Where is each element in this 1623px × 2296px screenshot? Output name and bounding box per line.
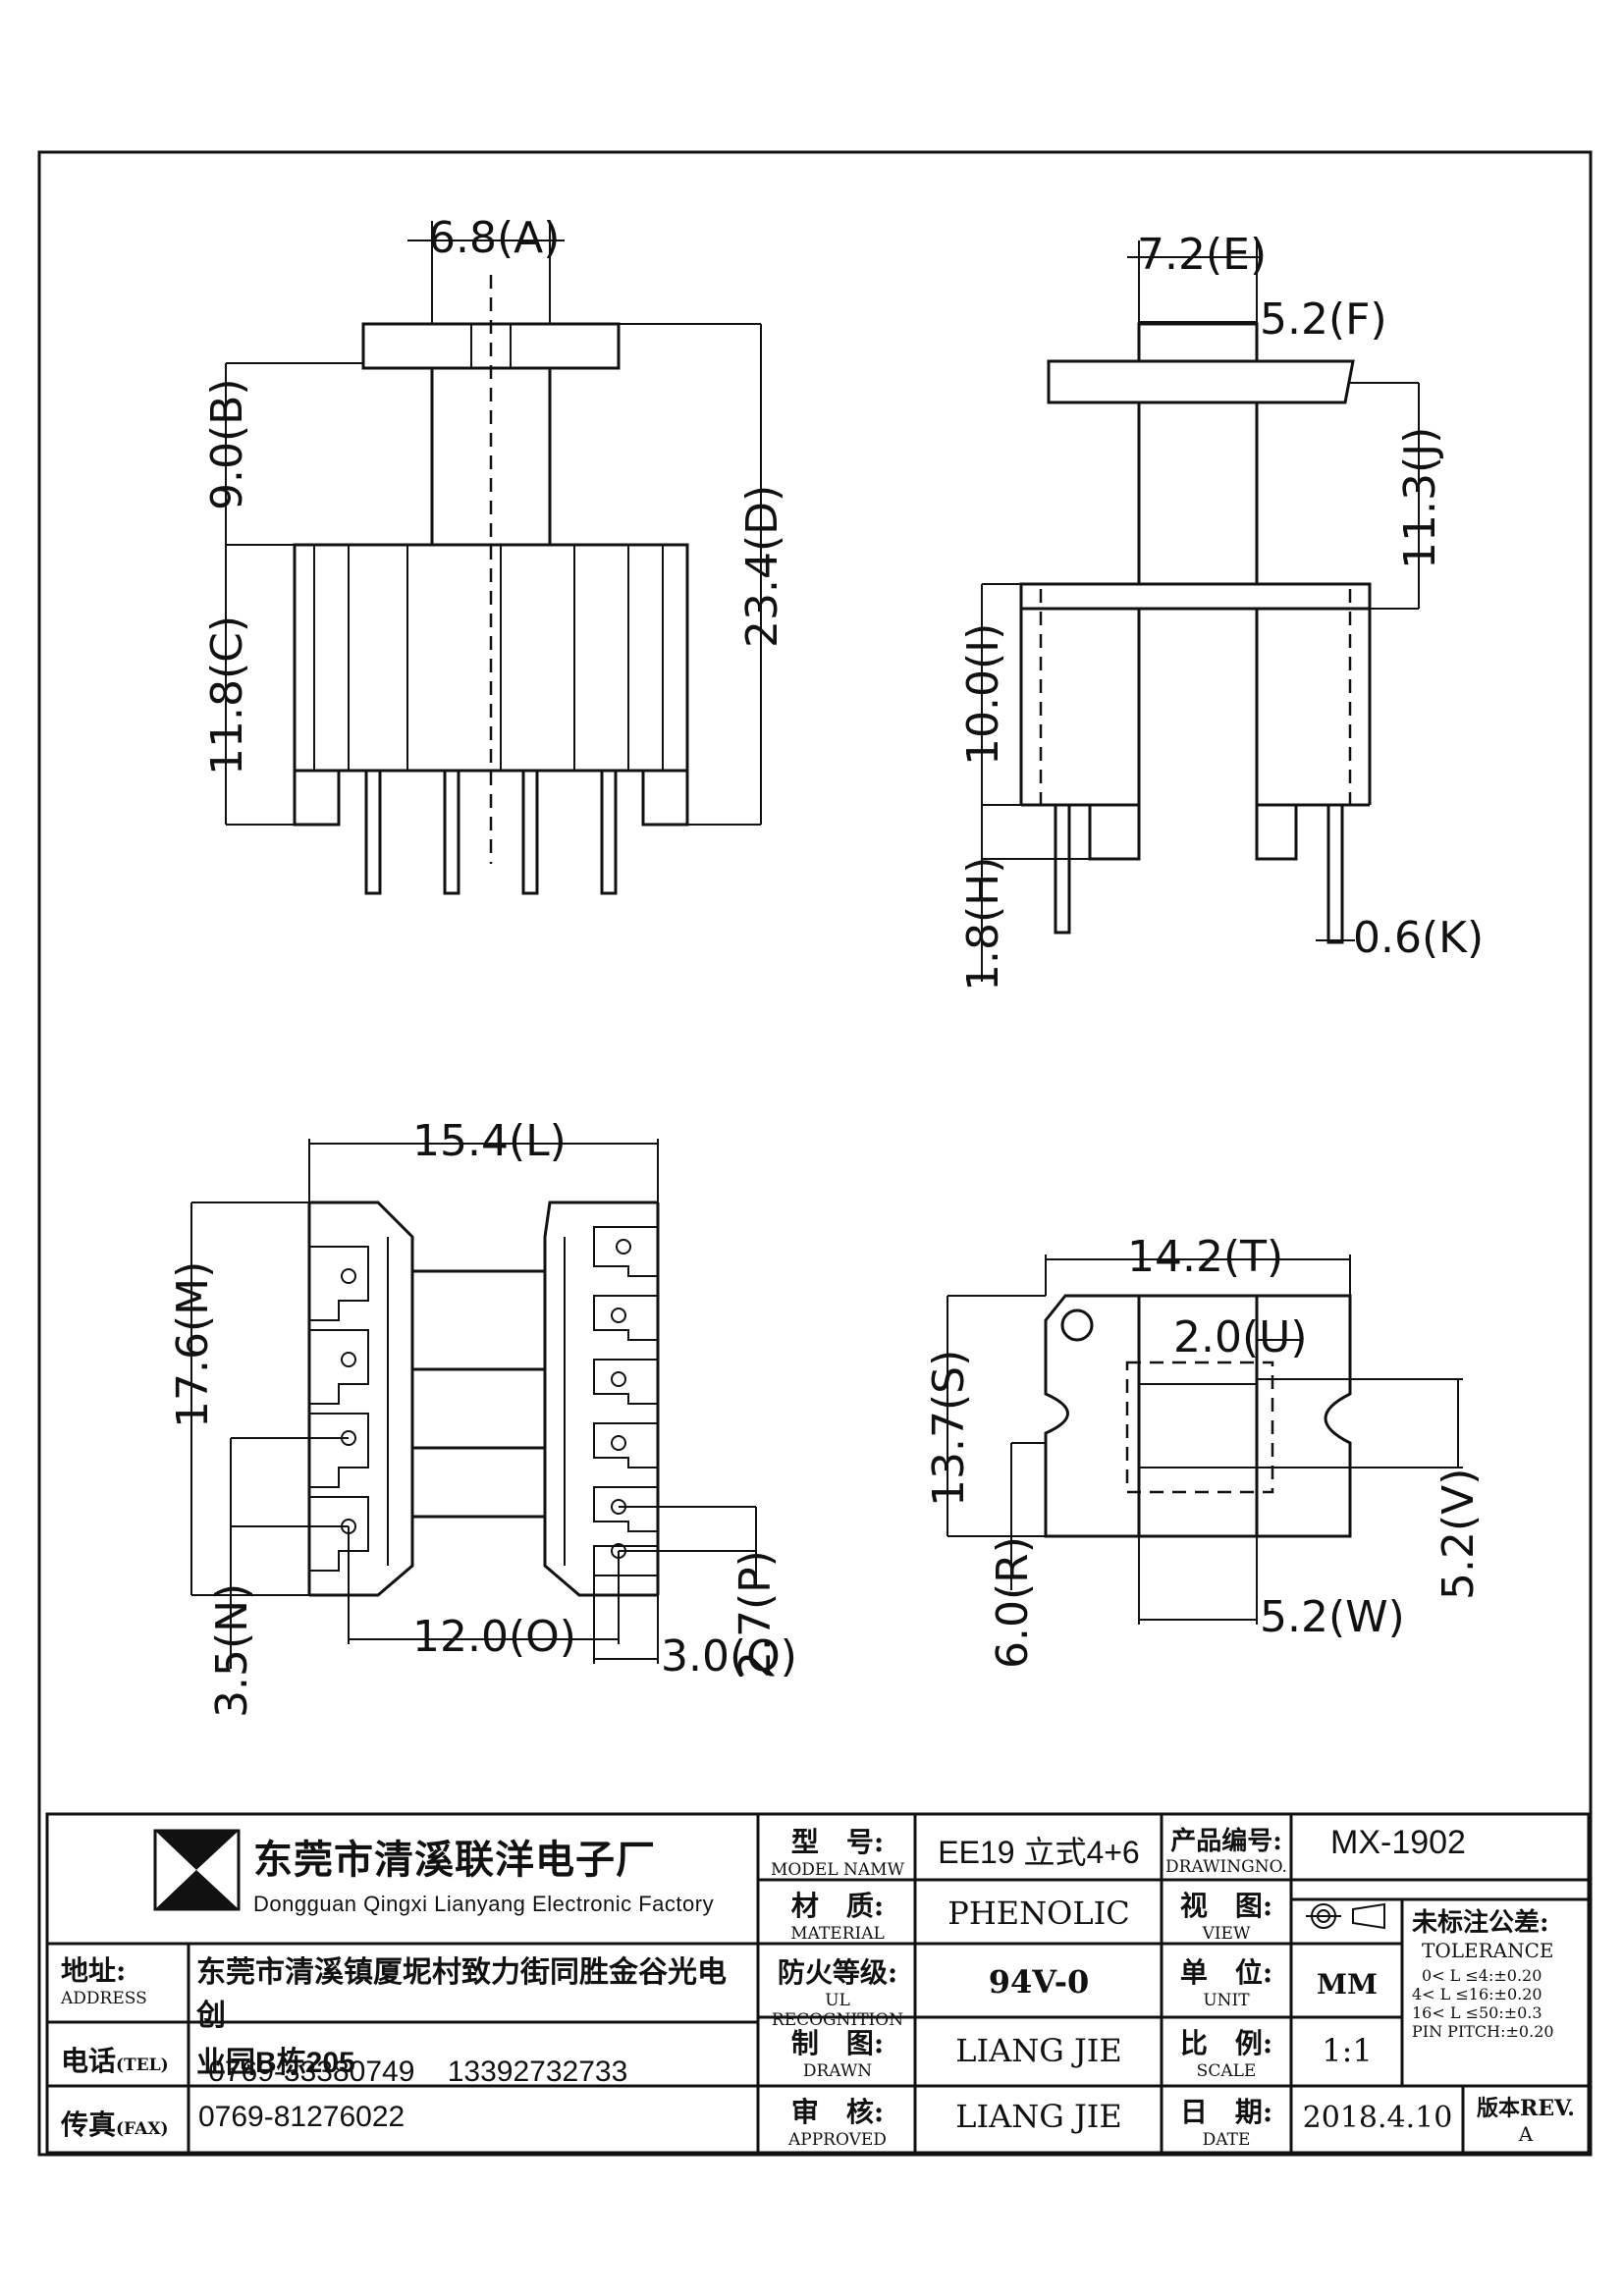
- revision-label: 版本REV.: [1477, 2096, 1575, 2121]
- front-pin-1: [364, 769, 382, 895]
- company-name-cn: 东莞市清溪联洋电子厂: [253, 1839, 656, 1882]
- ul-label-en: UL RECOGNITION: [771, 1991, 904, 2030]
- view-label-en: VIEW: [1202, 1924, 1251, 1944]
- dim-u: 2.0(U): [1173, 1312, 1308, 1362]
- tolerance-line: 16< L ≤50:±0.3: [1412, 2003, 1542, 2022]
- unit-label: 单 位:: [1179, 1956, 1273, 1989]
- approved-value: LIANG JIE: [955, 2098, 1122, 2135]
- dim-t: 14.2(T): [1127, 1232, 1283, 1282]
- dim-j: 11.3(J): [1395, 427, 1445, 569]
- dim-d: 23.4(D): [737, 485, 787, 648]
- scale-value: 1:1: [1322, 2032, 1373, 2069]
- dim-i: 10.0(I): [958, 623, 1008, 766]
- tolerance-line: 0< L ≤4:±0.20: [1422, 1966, 1542, 1985]
- date-label-en: DATE: [1202, 2130, 1251, 2150]
- dim-v: 5.2(V): [1434, 1468, 1484, 1600]
- front-pin-2: [443, 769, 460, 895]
- date-label: 日 期:: [1179, 2096, 1273, 2128]
- side-pin-left: [1054, 803, 1071, 934]
- ul-value: 94V-0: [988, 1963, 1090, 2001]
- top-view: 14.2(T) 2.0(U) 13.7(S) 6.0(R) 5.2(V) 5.2…: [924, 1232, 1484, 1669]
- tolerance-label-en: TOLERANCE: [1422, 1939, 1554, 1962]
- drawing-no-label-en: DRAWINGNO.: [1165, 1857, 1287, 1877]
- company-logo: [153, 1829, 241, 1911]
- dim-l: 15.4(L): [412, 1116, 567, 1166]
- model-label-en: MODEL NAMW: [770, 1860, 905, 1880]
- date-value: 2018.4.10: [1302, 2101, 1453, 2135]
- side-view: 7.2(E) 5.2(F) 11.3(J) 10.0(I) 1.8(H) 0.6…: [958, 230, 1484, 991]
- front-pin-4: [600, 769, 618, 895]
- unit-value: MM: [1317, 1968, 1378, 2001]
- scale-label: 比 例:: [1179, 2027, 1273, 2059]
- dim-e: 7.2(E): [1137, 230, 1267, 280]
- address-line-1: 东莞市清溪镇厦坭村致力街同胜金谷光电创: [196, 1956, 727, 2032]
- fax-label-en: (FAX): [116, 2119, 169, 2139]
- drawn-label: 制 图:: [790, 2027, 885, 2059]
- fax-value: 0769-81276022: [198, 2101, 406, 2133]
- dim-h: 1.8(H): [958, 857, 1008, 991]
- model-value: EE19 立式4+6: [938, 1835, 1140, 1870]
- material-label: 材 质:: [790, 1890, 885, 1922]
- dim-n: 3.5(N): [207, 1583, 257, 1718]
- top-outline: [1044, 1294, 1352, 1538]
- projection-symbol-icon: [1306, 1902, 1385, 1930]
- drawing-frame: [37, 150, 1593, 2157]
- dim-b: 9.0(B): [202, 379, 252, 511]
- company-name-en: Dongguan Qingxi Lianyang Electronic Fact…: [253, 1892, 715, 1916]
- model-label: 型 号:: [790, 1826, 885, 1858]
- title-block-grid: [45, 1812, 1591, 2155]
- dim-w: 5.2(W): [1260, 1592, 1405, 1642]
- approved-label: 审 核:: [790, 2096, 885, 2128]
- dim-q: 3.0(Q): [661, 1631, 797, 1682]
- ul-label: 防火等级:: [777, 1956, 898, 1989]
- approved-label-en: APPROVED: [788, 2130, 887, 2150]
- unit-label-en: UNIT: [1203, 1991, 1250, 2010]
- tolerance-line: PIN PITCH:±0.20: [1412, 2022, 1554, 2041]
- dim-p: 2.7(P): [730, 1550, 781, 1679]
- bottom-view: 15.4(L) 17.6(M) 3.5(N) 12.0(O) 2.7(P) 3.…: [168, 1116, 797, 1718]
- address-label-en: ADDRESS: [61, 1989, 147, 2008]
- address-label: 地址:: [61, 1954, 127, 1987]
- front-view: 6.8(A) 9.0(B) 11.8(C) 23.4(D): [202, 213, 787, 895]
- phone-label-en: (TEL): [116, 2056, 169, 2075]
- revision-value: A: [1518, 2122, 1534, 2146]
- dim-f: 5.2(F): [1260, 294, 1387, 345]
- dim-o: 12.0(O): [412, 1612, 576, 1662]
- scale-label-en: SCALE: [1196, 2061, 1257, 2081]
- material-value: PHENOLIC: [947, 1895, 1130, 1932]
- tolerance-line: 4< L ≤16:±0.20: [1412, 1985, 1542, 2003]
- drawing-no-label: 产品编号:: [1170, 1827, 1282, 1856]
- dim-s: 13.7(S): [924, 1350, 974, 1507]
- dim-r: 6.0(R): [988, 1536, 1038, 1669]
- drawn-label-en: DRAWN: [802, 2061, 873, 2081]
- phone-value: 0769-33380749 13392732733: [208, 2056, 628, 2088]
- drawn-value: LIANG JIE: [955, 2032, 1122, 2069]
- view-label: 视 图:: [1179, 1890, 1273, 1922]
- side-flange: [1047, 359, 1355, 404]
- side-pin-right: [1326, 803, 1344, 944]
- dim-c: 11.8(C): [202, 615, 252, 775]
- fax-label: 传真: [61, 2109, 117, 2141]
- front-pin-3: [521, 769, 539, 895]
- dim-a: 6.8(A): [428, 213, 560, 263]
- address-line-2: 业园B栋205: [196, 2047, 355, 2079]
- dim-k: 0.6(K): [1353, 913, 1484, 963]
- dim-m: 17.6(M): [168, 1261, 218, 1428]
- phone-label: 电话: [61, 2045, 117, 2077]
- tolerance-label: 未标注公差:: [1412, 1908, 1549, 1938]
- material-label-en: MATERIAL: [790, 1924, 885, 1944]
- drawing-no-value: MX-1902: [1330, 1824, 1466, 1861]
